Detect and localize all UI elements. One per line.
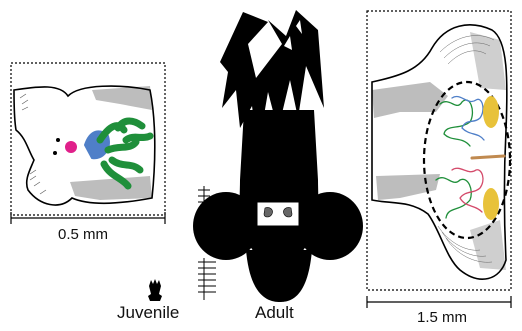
juvenile-caption: Juvenile [117, 303, 179, 323]
adult-window-inset [257, 202, 299, 226]
adult-lower-left-tissue [376, 174, 440, 200]
juvenile-lower-tissue [70, 176, 152, 200]
adult-blue-projection [452, 96, 484, 140]
adult-green-projection [436, 100, 472, 218]
juvenile-dot-2 [53, 151, 57, 155]
adult-vessel [472, 156, 504, 158]
adult-caption: Adult [255, 303, 294, 323]
adult-yellow-organ-upper [483, 96, 499, 128]
adult-red-projection [452, 168, 483, 212]
adult-tail [246, 250, 312, 302]
juvenile-projections [65, 121, 150, 186]
juvenile-mini-body [148, 279, 162, 301]
adult-yellow-organ-lower [483, 188, 499, 220]
juvenile-hatching [20, 94, 46, 194]
juvenile-scale-label: 0.5 mm [58, 226, 108, 243]
adult-silhouette [193, 10, 363, 302]
juvenile-magenta-cluster [65, 141, 77, 153]
juvenile-scale-bar [11, 212, 165, 224]
juvenile-dot-1 [56, 138, 60, 142]
juvenile-silhouette [148, 279, 162, 301]
juvenile-green-projection [100, 121, 150, 186]
adult-right-fin [297, 192, 363, 260]
adult-upper-left-tissue [372, 82, 448, 118]
juvenile-detail-panel [11, 63, 165, 224]
adult-scale-bar [367, 296, 511, 308]
adult-scale-label: 1.5 mm [417, 309, 467, 326]
adult-detail-panel [367, 11, 511, 308]
juvenile-upper-tissue [92, 86, 152, 110]
